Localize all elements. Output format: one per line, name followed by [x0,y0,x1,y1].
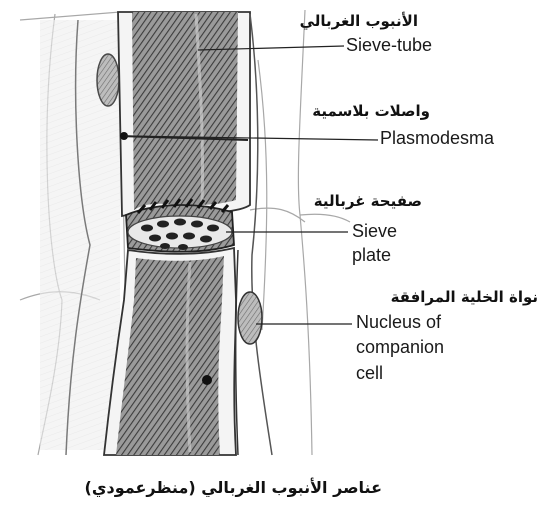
sieve-tube-arabic-label: الأنبوب الغربالي [300,12,418,30]
plasmodesma-arabic-label: واصلات بلاسمية [312,102,430,120]
sieve-tube-english-label: Sieve-tube [346,36,432,55]
nucleus-english-line1: Nucleus of [356,313,441,332]
nucleus-english-line2: companion [356,338,444,357]
plasmodesma-english-label: Plasmodesma [380,129,494,148]
sieve-plate-arabic-label: صفيحة غربالية [314,192,422,210]
left-nucleus-icon [97,54,119,106]
sieve-tube-lower [104,248,238,455]
caption: عناصر الأنبوب الغربالي (منظرعمودي) [85,478,383,497]
sieve-plate-english-line2: plate [352,246,391,265]
companion-nucleus-icon [238,292,262,344]
nucleus-english-line3: cell [356,364,383,383]
lower-plasmodesma-dot [202,375,212,385]
sieve-plate-english-line1: Sieve [352,222,397,241]
nucleus-arabic-label: نواة الخلية المرافقة [391,288,538,306]
sieve-tube-upper [118,12,250,216]
